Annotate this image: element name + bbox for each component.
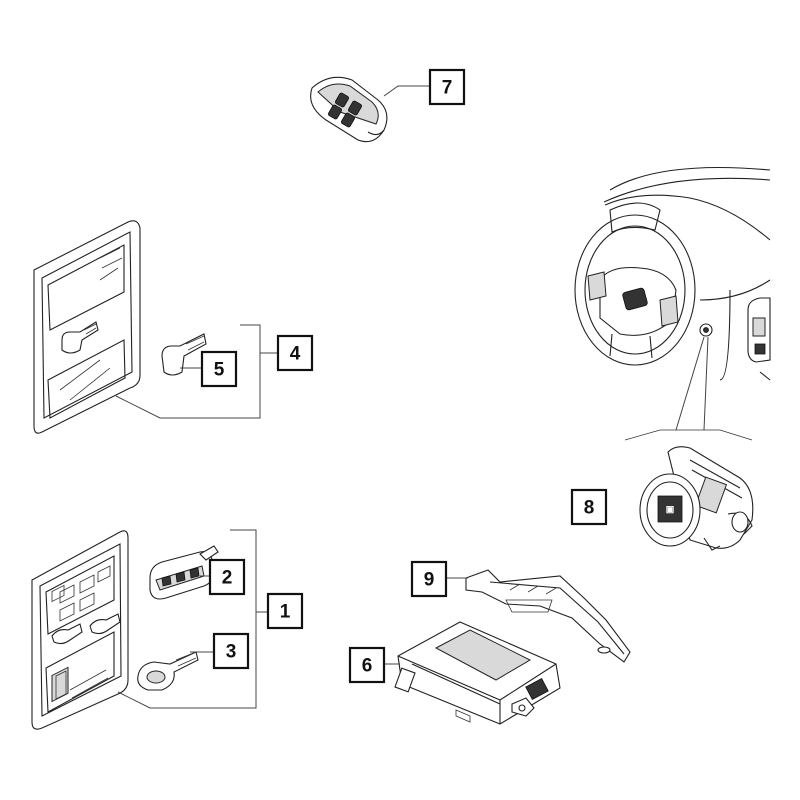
callout-3: 3 [212,632,250,670]
remote-key-illustration [149,545,219,600]
svg-text:3: 3 [226,642,237,663]
callout-2: 2 [208,558,246,596]
callout-5: 5 [200,350,238,388]
callout-4: 4 [276,334,314,372]
mechanical-key-illustration [137,651,199,691]
svg-text:7: 7 [442,78,453,99]
key-card-pack-illustration [33,220,141,434]
svg-text:9: 9 [424,570,435,591]
bracket-1 [117,529,257,709]
svg-text:▣: ▣ [666,504,675,514]
key-kit-card-illustration [31,530,129,730]
bracket-4 [115,324,261,419]
svg-text:1: 1 [280,602,291,623]
dashboard-illustration [574,166,771,381]
svg-text:4: 4 [290,344,301,365]
svg-text:6: 6 [362,656,373,677]
control-module-illustration [394,621,561,725]
start-button-illustration: ▣ [639,446,754,551]
svg-text:2: 2 [222,568,233,589]
callout-1: 1 [266,592,304,630]
callout-8: 8 [570,488,608,526]
callout-6: 6 [348,646,386,684]
key-fob-illustration [310,76,388,143]
callout-7: 7 [428,68,466,106]
svg-text:8: 8 [584,498,595,519]
key-blank-illustration [161,333,207,376]
callout-9: 9 [410,560,448,598]
leader-line-7 [383,85,430,97]
bracket-illustration [465,569,631,663]
svg-text:5: 5 [214,360,225,381]
leader-dashboard-8 [675,336,705,431]
